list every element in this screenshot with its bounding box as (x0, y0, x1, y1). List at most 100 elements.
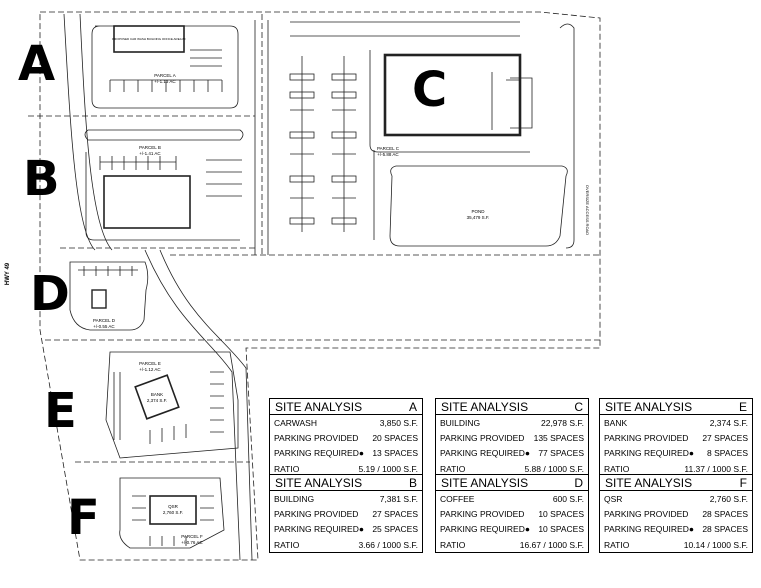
parcel-b-label: PARCEL B (139, 145, 161, 150)
row-label: PARKING REQUIRED● (604, 524, 694, 535)
row-label: PARKING REQUIRED● (274, 448, 364, 459)
parcel-f-building-label: QSR (168, 504, 179, 509)
parcel-e-building (134, 374, 180, 420)
parcel-e-building-label: BANK (151, 392, 163, 397)
parcel-f-building-area: 2,760 S.F. (163, 510, 183, 515)
table-header: SITE ANALYSIS B (270, 475, 422, 491)
parcel-letter-e: E (44, 383, 77, 439)
row-value: 28 SPACES (702, 524, 748, 535)
row-label: PARKING REQUIRED● (604, 448, 694, 459)
parcel-d-building (91, 289, 107, 309)
table-row: PARKING REQUIRED●8 SPACES (600, 446, 752, 461)
parcel-d-label: PARCEL D (93, 318, 116, 323)
pond-area: 35,479 S.F. (467, 215, 490, 220)
row-value: 16.67 / 1000 S.F. (519, 539, 584, 550)
parcel-d-stalls (78, 266, 138, 276)
parcel-a-building-label: PROPOSED CAR WASH BUILDING OFFICE AREA 8… (112, 37, 186, 41)
parcel-d-lot (69, 261, 149, 331)
parcel-a-stalls (190, 49, 222, 67)
row-value: 22,978 S.F. (540, 417, 584, 428)
row-value: 13 SPACES (372, 448, 418, 459)
row-label: PARKING REQUIRED● (440, 524, 530, 535)
access-drive-south (144, 249, 253, 561)
row-value: 11.37 / 1000 S.F. (684, 463, 748, 474)
row-label: PARKING PROVIDED (440, 508, 525, 519)
table-title: SITE ANALYSIS (605, 475, 693, 490)
row-value: 135 SPACES (533, 432, 584, 443)
row-value: 2,760 S.F. (709, 493, 748, 504)
table-row: BUILDING 7,381 S.F. (270, 491, 422, 506)
parcel-letter-a: A (18, 36, 56, 92)
table-parcel: F (739, 475, 747, 490)
row-value: 2,374 S.F. (709, 417, 748, 428)
site-analysis-b: SITE ANALYSIS B BUILDING 7,381 S.F. PARKIN… (269, 474, 423, 554)
parcel-e-label: PARCEL E (139, 361, 161, 366)
row-label: CARWASH (274, 417, 317, 428)
table-title: SITE ANALYSIS (275, 475, 363, 490)
table-row: PARKING REQUIRED●25 SPACES (270, 522, 422, 537)
table-header: SITE ANALYSIS D (436, 475, 588, 491)
table-row: PARKING PROVIDED 135 SPACES (436, 430, 588, 445)
row-value: 77 SPACES (538, 448, 584, 459)
table-parcel: E (738, 399, 747, 414)
parcel-f-label: PARCEL F (181, 534, 203, 539)
table-parcel: B (408, 475, 417, 490)
parcel-e-stalls (113, 371, 224, 444)
row-value: 10.14 / 1000 S.F. (683, 539, 748, 550)
parcel-b-stalls (99, 156, 177, 170)
parcel-b-island (84, 129, 244, 141)
highway-label: HWY 49 (5, 262, 11, 285)
parcel-c-drive (369, 23, 575, 249)
parcel-c-north-drive (290, 21, 520, 37)
parcel-letter-c: C (412, 62, 448, 118)
access-road-label: OVERSIZE ACCESS ROAD (585, 185, 590, 235)
table-row: PARKING REQUIRED● 10 SPACES (436, 522, 588, 537)
parcel-e-building-area: 2,374 S.F. (147, 398, 167, 403)
row-value: 10 SPACES (538, 524, 584, 535)
table-title: SITE ANALYSIS (441, 475, 529, 490)
row-label: PARKING PROVIDED (274, 432, 359, 443)
table-row: PARKING REQUIRED● 13 SPACES (270, 446, 422, 461)
table-parcel: D (574, 475, 583, 490)
pond-label: POND (471, 209, 485, 214)
table-row: PARKING PROVIDED 20 SPACES (270, 430, 422, 445)
row-label: PARKING PROVIDED (604, 432, 689, 443)
row-value: 7,381 S.F. (379, 493, 418, 504)
parcel-a-label: PARCEL A (154, 73, 176, 78)
row-value: 25 SPACES (372, 524, 418, 535)
property-boundary (39, 11, 601, 561)
drive-aisle-east (254, 20, 269, 255)
row-label: PARKING PROVIDED (440, 432, 525, 443)
parcel-f-building (149, 495, 197, 525)
parcel-b-edge (85, 152, 240, 241)
row-label: PARKING PROVIDED (604, 508, 689, 519)
table-row: PARKING REQUIRED●77 SPACES (436, 446, 588, 461)
row-value: 20 SPACES (372, 432, 418, 443)
parcel-a-area: +/-1.13 AC (154, 79, 176, 84)
table-parcel: A (408, 399, 417, 414)
parcel-letter-d: D (30, 266, 70, 322)
table-row: PARKING REQUIRED● 28 SPACES (600, 522, 752, 537)
parcel-f-lot (119, 477, 225, 549)
row-value: 27 SPACES (702, 432, 748, 443)
parcel-a-loop (91, 25, 239, 109)
row-label: COFFEE (440, 493, 475, 504)
parcel-f-stalls (132, 495, 214, 546)
row-label: BUILDING (274, 493, 315, 504)
parcel-b-area: +/-1.41 AC (139, 151, 161, 156)
table-title: SITE ANALYSIS (275, 399, 363, 414)
parcel-d-area: +/-0.55 AC (93, 324, 115, 329)
